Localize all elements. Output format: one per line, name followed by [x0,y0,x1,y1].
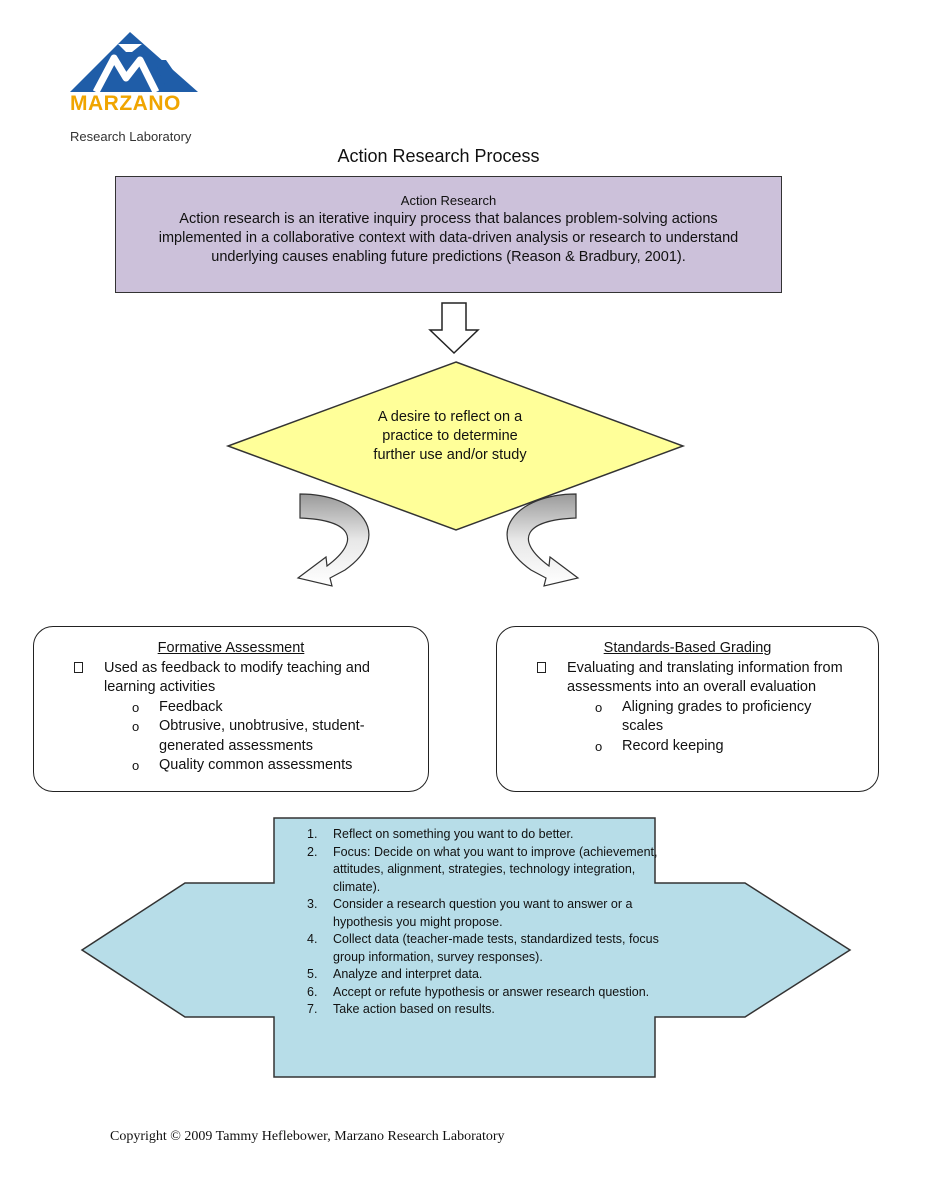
circle-bullet-icon: o [132,719,140,734]
definition-heading: Action Research [400,193,497,208]
formative-bullet-text: Used as feedback to modify teaching and … [104,659,370,696]
circle-bullet-icon: o [595,738,603,754]
standards-based-grading-box: Standards-Based Grading Evaluating and t… [496,626,879,792]
step-item: 2.Focus: Decide on what you want to impr… [307,844,658,894]
decision-line: further use and/or study [373,447,527,463]
definition-text: Action research is an iterative inquiry … [158,211,739,265]
page-title: Action Research Process [337,146,540,166]
logo-mountain-icon [70,32,198,94]
step-item: 5.Analyze and interpret data. [307,967,483,981]
double-arrow [80,817,852,1078]
bullet-box-icon [74,661,83,673]
decision-text: A desire to reflect on a practice to det… [350,408,550,465]
decision-line: practice to determine [382,428,518,444]
copyright: Copyright © 2009 Tammy Heflebower, Marza… [110,1129,505,1144]
definition-box: Action Research Action research is an it… [115,176,782,293]
circle-bullet-icon: o [132,758,140,773]
step-item: 1.Reflect on something you want to do be… [307,827,574,841]
formative-bullet: Used as feedback to modify teaching and … [34,659,428,698]
circle-bullet-icon: o [132,699,140,715]
step-item: 4.Collect data (teacher-made tests, stan… [307,932,659,964]
standards-bullet-text: Evaluating and translating information f… [567,659,843,696]
curved-arrow-left [296,493,370,587]
decision-line: A desire to reflect on a [377,409,523,425]
bullet-box-icon [537,661,546,673]
curved-arrow-right [506,493,580,587]
decision-diamond [225,361,686,531]
steps-list: 1.Reflect on something you want to do be… [300,826,660,1019]
step-item: 3.Consider a research question you want … [307,897,633,929]
down-arrow [428,302,480,355]
formative-heading: Formative Assessment [157,640,305,656]
step-item: 7.Take action based on results. [307,1002,495,1016]
formative-assessment-box: Formative Assessment Used as feedback to… [33,626,429,792]
circle-bullet-icon: o [595,699,603,715]
logo-subtitle: Research Laboratory [70,129,192,144]
standards-bullet: Evaluating and translating information f… [497,659,878,698]
logo-wordmark: MARZANO [70,92,181,115]
standards-heading: Standards-Based Grading [603,640,772,656]
step-item: 6.Accept or refute hypothesis or answer … [307,984,650,999]
